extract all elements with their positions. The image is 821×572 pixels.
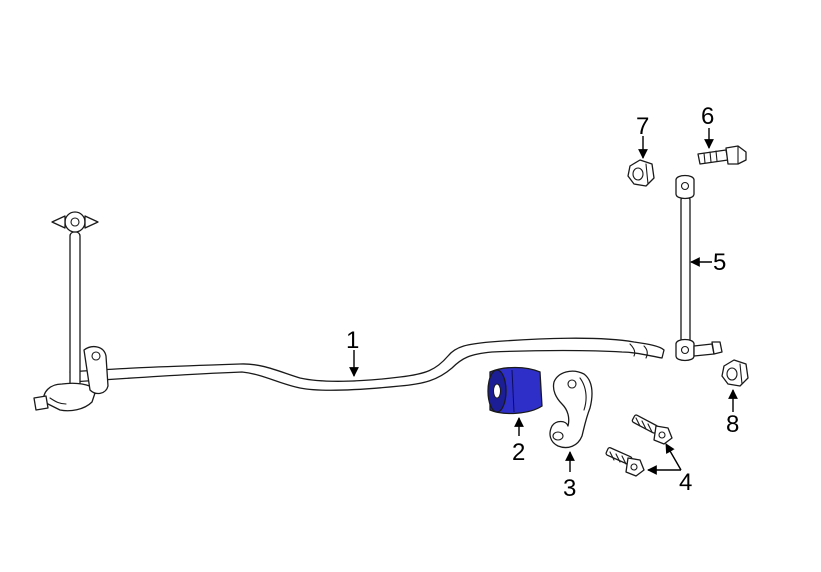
leader-lines [349,128,738,475]
left-stabilizer-link [33,211,109,412]
callout-8: 8 [726,411,739,438]
bracket-bolt-upper [631,414,673,445]
callout-labels: 1 2 3 4 5 6 7 8 [346,103,739,502]
callout-2: 2 [512,439,525,466]
right-stabilizer-link [675,174,723,362]
leader-4a [665,443,682,471]
lower-link-nut [721,359,749,387]
callout-6: 6 [701,103,714,130]
upper-link-nut [627,159,655,187]
stabilizer-bushing [487,366,543,415]
callout-4: 4 [679,469,692,496]
callout-7: 7 [636,113,649,140]
bracket-bolt-lower [605,447,645,477]
callout-1: 1 [346,327,359,354]
callout-3: 3 [563,475,576,502]
link-bolt [697,145,747,165]
callout-5: 5 [713,249,726,276]
stabilizer-bar [69,337,665,391]
bushing-bracket [549,370,593,449]
